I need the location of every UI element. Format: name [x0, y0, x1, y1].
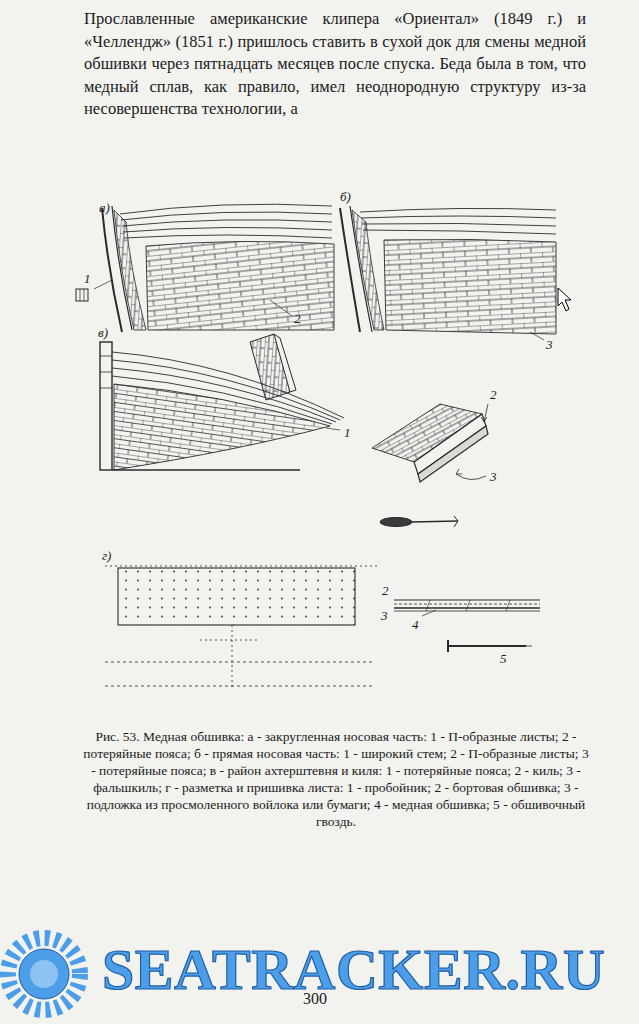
callout-number: 5	[500, 652, 507, 666]
figure-caption: Рис. 53. Медная обшивка: а - закругленна…	[80, 728, 592, 830]
rounded-bow-figure	[76, 204, 334, 400]
subfigure-letter: г)	[102, 549, 111, 563]
watermark-logo	[8, 938, 80, 1010]
sheathing-section	[394, 600, 540, 652]
callout-number: 1	[344, 426, 351, 440]
watermark: SEATRACKER.RU	[102, 938, 605, 1002]
subfigure-letter: а)	[99, 201, 110, 215]
mouse-cursor	[558, 288, 571, 311]
callout-number: 4	[412, 618, 419, 632]
page-number: 300	[303, 990, 327, 1008]
subfigure-letter: в)	[98, 326, 108, 340]
straight-bow-figure	[340, 206, 571, 340]
callout-number: 3	[546, 338, 553, 352]
callout-number: 2	[490, 388, 497, 402]
sheet-marking-figure	[105, 566, 380, 690]
callout-number: 3	[381, 609, 388, 623]
callout-number: 2	[294, 312, 301, 326]
keel-detail	[372, 404, 488, 482]
subfigure-letter: б)	[340, 190, 351, 204]
stern-and-keel-figure	[100, 342, 344, 470]
body-text: Прославленные американские клипера «Орие…	[84, 8, 586, 121]
callout-number: 2	[382, 584, 389, 598]
callout-number: 3	[490, 470, 497, 484]
callout-number: 1	[84, 272, 91, 286]
punch-tool	[380, 516, 458, 527]
